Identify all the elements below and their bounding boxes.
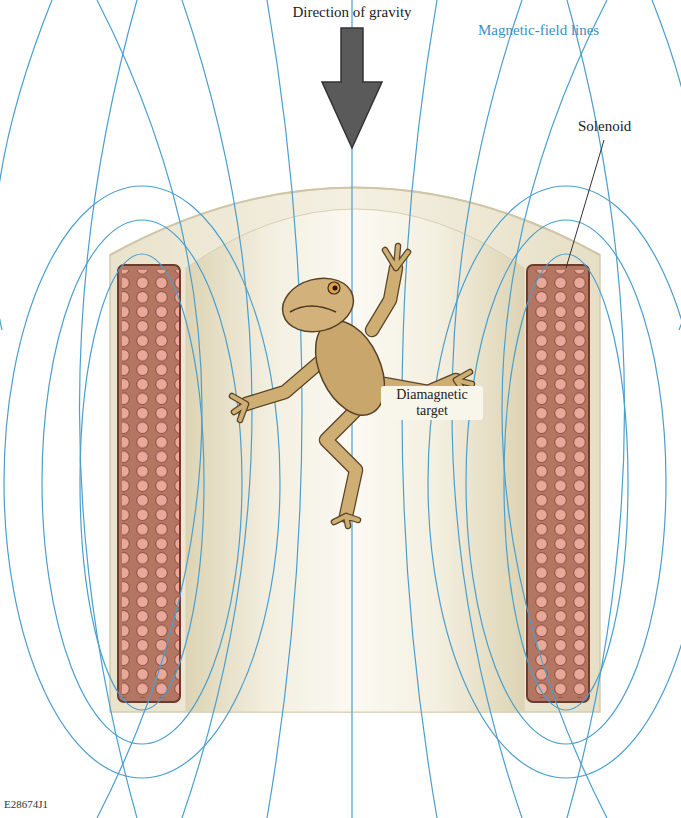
figure-code: E28674J1 bbox=[4, 798, 48, 811]
part-label: Solenoid bbox=[578, 118, 631, 135]
field-lines-label: Magnetic-field lines bbox=[478, 22, 599, 39]
target-label: Diamagnetic target bbox=[381, 386, 483, 420]
gravity-arrow bbox=[322, 28, 382, 148]
leader-line bbox=[566, 140, 604, 268]
gravity-label: Direction of gravity bbox=[292, 4, 411, 21]
solenoid-housing bbox=[110, 188, 600, 713]
housing-rim bbox=[110, 188, 600, 256]
coil-left bbox=[118, 265, 180, 702]
coil-right bbox=[527, 265, 589, 702]
